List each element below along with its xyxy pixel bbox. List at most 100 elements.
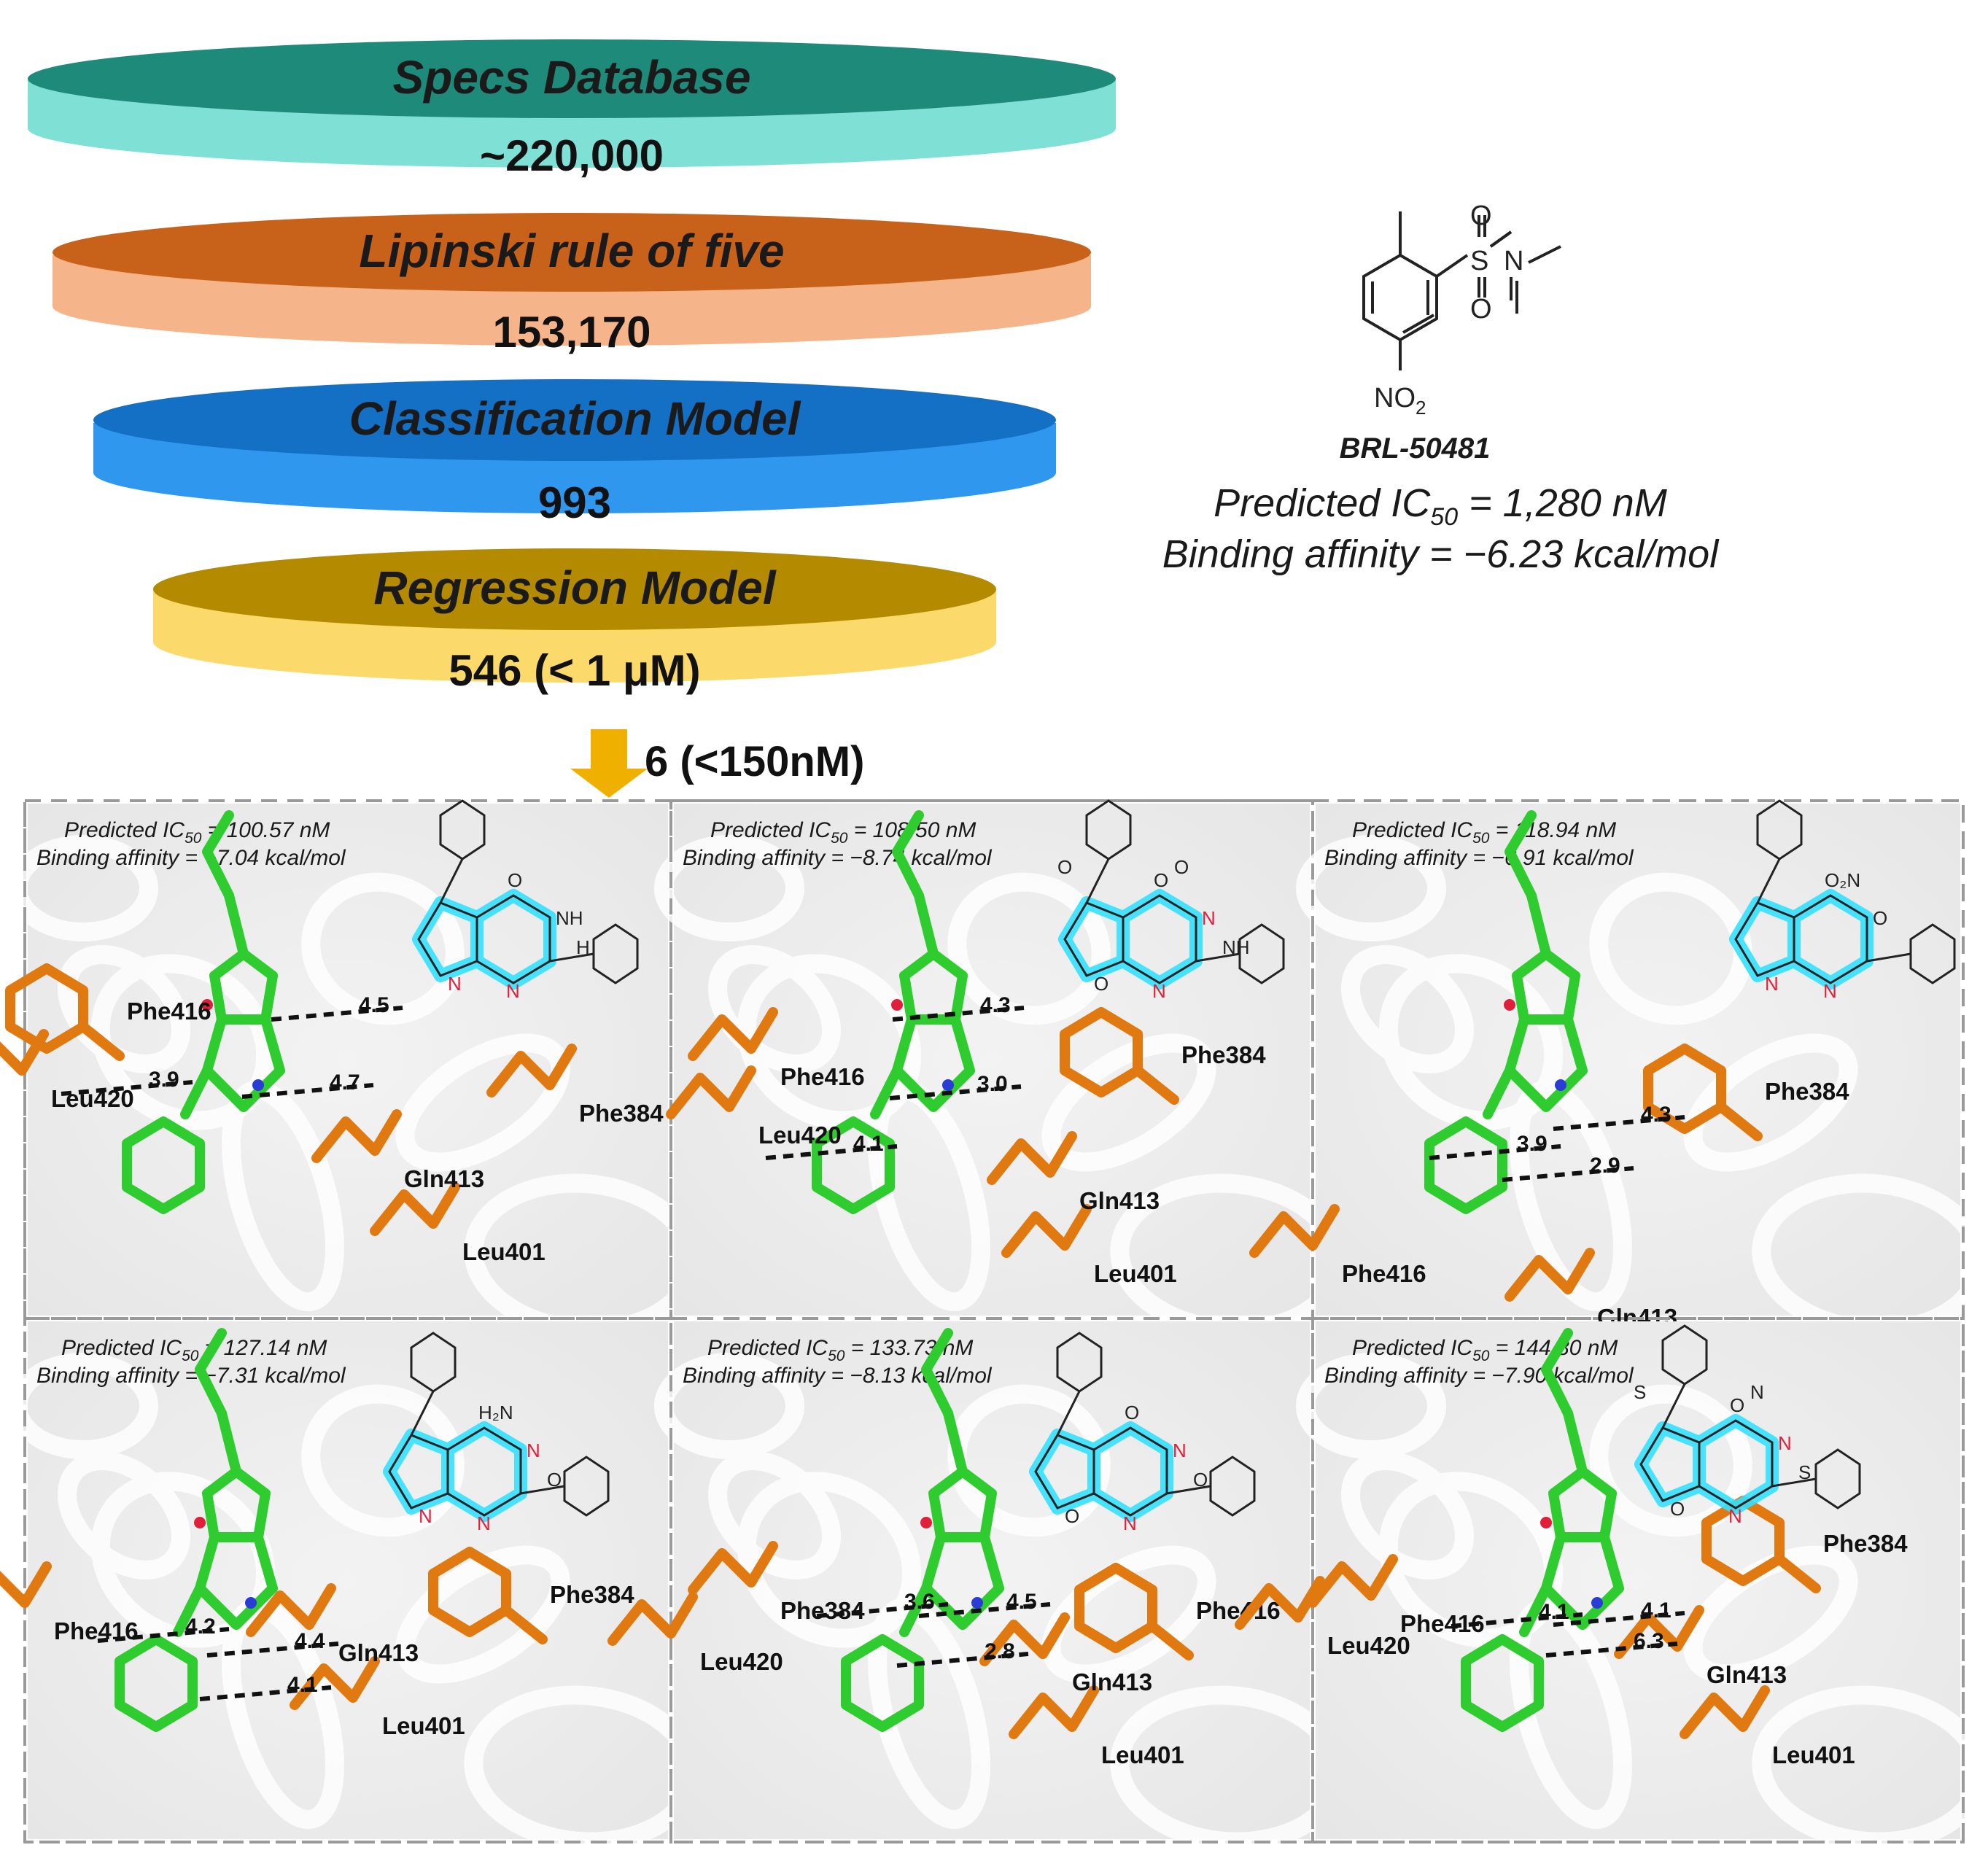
tier-count: 546 (< 1 μM) [449, 646, 700, 695]
inset-atom-label: N [1750, 1381, 1764, 1403]
panel-affinity: Binding affinity = −6.91 kcal/mol [1324, 846, 1634, 870]
reference-structure [1362, 211, 1561, 370]
inset-atom-label: O [1125, 1402, 1139, 1423]
tier-count: ~220,000 [480, 131, 664, 180]
distance-label: 3.0 [977, 1072, 1008, 1096]
interaction-dashes [765, 1006, 1025, 1160]
ligand-sticks [812, 810, 975, 1214]
tier-top [93, 379, 1056, 461]
residue-label: Phe384 [1765, 1078, 1849, 1105]
distance-label: 4.1 [853, 1132, 884, 1156]
residue-sticks [0, 1547, 548, 1710]
residue-label: Phe416 [127, 998, 211, 1025]
inset-atom-label: O [547, 1469, 562, 1491]
panel-affinity: Binding affinity = −8.74 kcal/mol [683, 846, 993, 870]
inset-atom-label: N [1728, 1505, 1742, 1527]
funnel-tier-regression: Regression Model 546 (< 1 μM) [153, 548, 996, 695]
inset-atom-label: N [1765, 973, 1779, 995]
panel-border [1311, 1317, 1965, 1843]
residue-label: Phe384 [780, 1597, 865, 1624]
inset-atom-label: H₂N [478, 1402, 513, 1423]
hits-arrow-group: 6 (<150nM) [570, 729, 864, 798]
distance-label: 4.4 [295, 1629, 325, 1653]
distance-label: 4.7 [330, 1071, 360, 1095]
residue-label: Leu420 [700, 1648, 783, 1675]
inset-atom-label: O [1094, 973, 1108, 995]
residue-label: Leu401 [1101, 1741, 1184, 1768]
residue-label: Phe384 [550, 1581, 634, 1608]
inset-atom-label: N [477, 1512, 491, 1534]
interaction-dashes [816, 1602, 1051, 1668]
residue-label: Phe384 [1823, 1530, 1908, 1557]
residue-sticks [0, 963, 577, 1236]
residue-label: Leu420 [758, 1122, 842, 1149]
tier-top [28, 39, 1116, 118]
tier-count: 153,170 [493, 308, 651, 357]
inset-atom-label: O [508, 869, 522, 891]
inset-atom-label: N [1778, 1432, 1792, 1454]
inset-atom-label: N [1123, 1512, 1137, 1534]
distance-label: 3.6 [904, 1590, 935, 1614]
distance-label: 2.8 [985, 1639, 1015, 1663]
panel-affinity: Binding affinity = −8.13 kcal/mol [683, 1364, 993, 1388]
panel-ic50: Predicted IC50 = 127.14 nM [61, 1336, 327, 1364]
distance-label: 2.9 [1590, 1154, 1620, 1178]
inset-atom-label: N [1152, 980, 1166, 1002]
funnel-tier-classification: Classification Model 993 [93, 379, 1056, 527]
residue-label: Gln413 [1072, 1668, 1152, 1695]
down-arrow-icon [570, 729, 648, 798]
distance-label: 4.1 [1641, 1598, 1671, 1623]
distance-label: 3.9 [149, 1068, 179, 1092]
distance-label: 4.2 [185, 1615, 216, 1639]
inset-atom-label: O [1193, 1469, 1208, 1491]
reference-ic50: Predicted IC50 = 1,280 nM [1214, 481, 1667, 531]
inset-atom-label: O₂N [1825, 869, 1860, 891]
interaction-dashes [97, 1627, 339, 1701]
residue-label: Gln413 [338, 1639, 419, 1666]
reference-affinity: Binding affinity = −6.23 kcal/mol [1162, 532, 1720, 576]
interaction-dashes [1429, 1115, 1685, 1182]
inset-atom-label: S [1634, 1381, 1646, 1403]
atom-o-bottom: O [1470, 294, 1492, 325]
residue-label: Phe416 [54, 1617, 139, 1644]
atom-s: S [1470, 246, 1488, 276]
reference-compound: O S N O NO2 BRL-50481 Predicted IC50 = 1… [1162, 201, 1720, 576]
panel-border [1311, 799, 1965, 1320]
tier-top [153, 548, 996, 630]
inset-atom-label: O [1873, 907, 1887, 929]
inset-atom-label: O [1154, 869, 1168, 891]
funnel-tier-lipinski: Lipinski rule of five 153,170 [53, 213, 1091, 357]
atom-no2: NO2 [1374, 383, 1426, 419]
screening-funnel: Specs Database ~220,000 Lipinski rule of… [28, 39, 1116, 695]
inset-atom-label: N [448, 973, 462, 995]
residue-label: Leu401 [1772, 1741, 1855, 1768]
inset-atom-label: N [1823, 980, 1837, 1002]
residue-label: Gln413 [1707, 1661, 1787, 1688]
residue-label: Phe416 [1342, 1260, 1426, 1287]
residue-label: Phe384 [579, 1100, 664, 1127]
inset-atom-label: O [1057, 856, 1072, 878]
panel-border [23, 1317, 672, 1843]
inset-atom-label: O [1065, 1505, 1079, 1527]
residue-sticks [666, 1007, 1179, 1258]
residue-label: Leu401 [382, 1712, 465, 1739]
atom-o-top: O [1470, 201, 1492, 231]
distance-label: 4.1 [1539, 1600, 1569, 1624]
inset-atom-label: N [506, 980, 520, 1002]
ligand-2d-structure: O₂N O N N [1729, 799, 1956, 1002]
inset-atom-label: NH [556, 907, 583, 929]
inset-atom-label: N [527, 1440, 540, 1461]
ligand-sticks [1424, 810, 1588, 1214]
residue-label: Leu401 [1094, 1260, 1177, 1287]
residue-label: Leu420 [1327, 1632, 1410, 1659]
residue-label: Gln413 [404, 1165, 484, 1192]
inset-atom-label: N [1173, 1440, 1187, 1461]
